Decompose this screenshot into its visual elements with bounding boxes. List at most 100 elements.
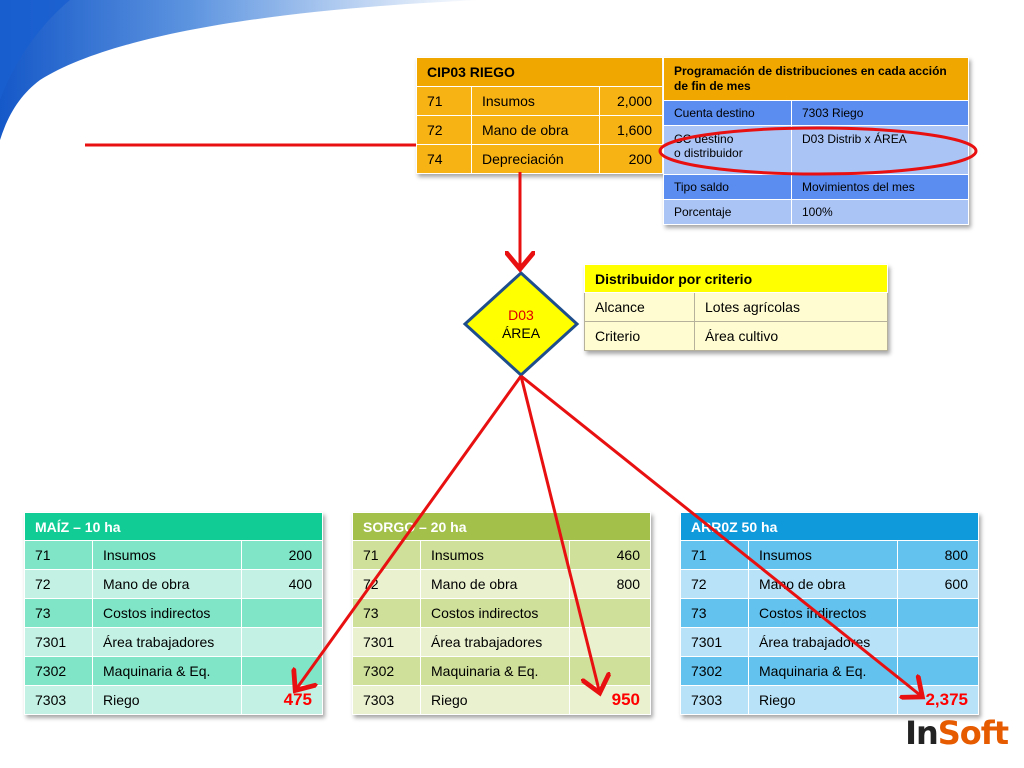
table-row: CC destino o distribuidor D03 Distrib x …: [663, 125, 969, 175]
account-code: 71: [352, 540, 421, 570]
table-row: 7302 Maquinaria & Eq.: [352, 656, 651, 686]
table-row: 7301 Área trabajadores: [680, 627, 979, 657]
table-row: 73 Costos indirectos: [24, 598, 323, 628]
programacion-title: Programación de distribuciones en cada a…: [663, 57, 969, 101]
account-code: 73: [680, 598, 749, 628]
account-amount: 800: [569, 569, 651, 599]
account-amount: [569, 656, 651, 686]
sorgo-table: SORGO – 20 ha 71 Insumos 460 72 Mano de …: [352, 512, 651, 715]
account-name: Depreciación: [471, 144, 600, 174]
table-row: 72 Mano de obra 800: [352, 569, 651, 599]
account-amount: [897, 656, 979, 686]
account-amount: 600: [897, 569, 979, 599]
account-amount: [897, 598, 979, 628]
field-value: 7303 Riego: [791, 100, 969, 126]
field-label: Criterio: [584, 321, 695, 351]
account-code: 7303: [24, 685, 93, 715]
account-code: 7301: [24, 627, 93, 657]
account-code: 7301: [680, 627, 749, 657]
field-value: Área cultivo: [694, 321, 888, 351]
account-amount: 460: [569, 540, 651, 570]
field-value: Movimientos del mes: [791, 174, 969, 200]
distributed-amount: 2,375: [897, 685, 979, 715]
account-name: Mano de obra: [471, 115, 600, 145]
account-code: 71: [680, 540, 749, 570]
account-amount: 2,000: [599, 86, 663, 116]
account-name: Costos indirectos: [420, 598, 570, 628]
table-row: 71 Insumos 200: [24, 540, 323, 570]
account-code: 73: [24, 598, 93, 628]
account-amount: 200: [241, 540, 323, 570]
table-row: Alcance Lotes agrícolas: [584, 292, 888, 322]
diamond-area: ÁREA: [501, 325, 541, 341]
account-name: Área trabajadores: [420, 627, 570, 657]
field-value: D03 Distrib x ÁREA: [791, 125, 969, 175]
table-row: 7301 Área trabajadores: [352, 627, 651, 657]
logo-in: In: [905, 714, 939, 752]
account-name: Maquinaria & Eq.: [748, 656, 898, 686]
account-name: Riego: [748, 685, 898, 715]
insoft-logo: InSoft: [905, 714, 1009, 752]
account-code: 7302: [24, 656, 93, 686]
cip-title: CIP03 RIEGO: [416, 57, 663, 87]
table-row: 7302 Maquinaria & Eq.: [24, 656, 323, 686]
table-row: 74 Depreciación 200: [416, 144, 663, 174]
account-name: Costos indirectos: [92, 598, 242, 628]
field-value: 100%: [791, 199, 969, 225]
cip-riego-table: CIP03 RIEGO 71 Insumos 2,000 72 Mano de …: [416, 57, 663, 174]
account-name: Insumos: [748, 540, 898, 570]
diamond-label: D03 ÁREA: [462, 306, 580, 342]
logo-soft: Soft: [937, 714, 1009, 752]
account-code: 7302: [352, 656, 421, 686]
account-code: 72: [416, 115, 472, 145]
account-code: 72: [352, 569, 421, 599]
table-row: Criterio Área cultivo: [584, 321, 888, 351]
table-row: 7302 Maquinaria & Eq.: [680, 656, 979, 686]
account-code: 74: [416, 144, 472, 174]
account-code: 73: [352, 598, 421, 628]
account-amount: [569, 598, 651, 628]
account-amount: [241, 627, 323, 657]
account-name: Área trabajadores: [748, 627, 898, 657]
distributed-amount: 950: [569, 685, 651, 715]
account-amount: [241, 656, 323, 686]
table-row: 73 Costos indirectos: [680, 598, 979, 628]
table-row: Porcentaje 100%: [663, 199, 969, 225]
account-code: 7302: [680, 656, 749, 686]
diamond-code: D03: [508, 307, 534, 323]
account-code: 7303: [352, 685, 421, 715]
account-amount: [897, 627, 979, 657]
account-amount: [241, 598, 323, 628]
table-row: 73 Costos indirectos: [352, 598, 651, 628]
account-amount: 800: [897, 540, 979, 570]
account-code: 7301: [352, 627, 421, 657]
account-name: Área trabajadores: [92, 627, 242, 657]
account-code: 71: [416, 86, 472, 116]
account-amount: 200: [599, 144, 663, 174]
account-code: 72: [24, 569, 93, 599]
table-row: Cuenta destino 7303 Riego: [663, 100, 969, 126]
field-label: Cuenta destino: [663, 100, 792, 126]
account-code: 72: [680, 569, 749, 599]
account-name: Insumos: [471, 86, 600, 116]
account-name: Mano de obra: [420, 569, 570, 599]
table-row: 72 Mano de obra 400: [24, 569, 323, 599]
programacion-table: Programación de distribuciones en cada a…: [663, 57, 969, 225]
account-name: Mano de obra: [748, 569, 898, 599]
account-name: Maquinaria & Eq.: [92, 656, 242, 686]
table-row: 71 Insumos 800: [680, 540, 979, 570]
field-label: Tipo saldo: [663, 174, 792, 200]
table-row: Tipo saldo Movimientos del mes: [663, 174, 969, 200]
account-name: Riego: [92, 685, 242, 715]
field-label: Alcance: [584, 292, 695, 322]
account-name: Insumos: [92, 540, 242, 570]
header-swoosh: [0, 0, 480, 140]
distribuidor-table: Distribuidor por criterio Alcance Lotes …: [584, 264, 888, 351]
table-row: 7303 Riego 2,375: [680, 685, 979, 715]
distributed-amount: 475: [241, 685, 323, 715]
table-row: 7303 Riego 950: [352, 685, 651, 715]
account-name: Mano de obra: [92, 569, 242, 599]
distribuidor-title: Distribuidor por criterio: [584, 264, 888, 293]
account-code: 7303: [680, 685, 749, 715]
arroz-title: ARR0Z 50 ha: [680, 512, 979, 541]
